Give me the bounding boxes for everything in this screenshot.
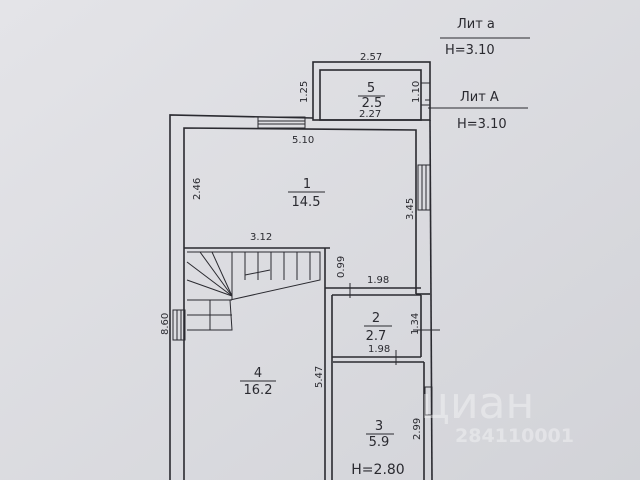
legend-lit-a-small: Лит а H=3.10: [440, 17, 530, 58]
svg-text:14.5: 14.5: [292, 195, 321, 210]
svg-text:3.45: 3.45: [405, 198, 416, 220]
svg-text:2.57: 2.57: [360, 52, 382, 63]
svg-text:1.98: 1.98: [367, 275, 389, 286]
svg-text:Лит А: Лит А: [460, 90, 499, 105]
svg-text:2.5: 2.5: [362, 96, 383, 111]
svg-text:3.12: 3.12: [250, 232, 272, 243]
svg-text:2.27: 2.27: [359, 109, 381, 120]
svg-text:2: 2: [372, 311, 380, 326]
doors: [349, 99, 440, 365]
svg-text:5.10: 5.10: [292, 135, 314, 146]
svg-text:16.2: 16.2: [244, 383, 273, 398]
svg-text:1.25: 1.25: [299, 81, 310, 103]
svg-text:5.47: 5.47: [314, 366, 325, 388]
svg-text:5.9: 5.9: [369, 435, 390, 450]
svg-text:4: 4: [254, 366, 262, 381]
svg-text:0.99: 0.99: [336, 256, 347, 278]
room-5-label: 5 2.5: [358, 81, 385, 111]
legend-lit-a-capital: Лит А H=3.10: [428, 90, 528, 132]
svg-text:284110001: 284110001: [455, 425, 574, 447]
svg-text:5: 5: [367, 81, 375, 96]
svg-text:2.46: 2.46: [192, 178, 203, 200]
staircase: [186, 251, 321, 331]
svg-text:1.10: 1.10: [411, 81, 422, 103]
svg-text:1.98: 1.98: [368, 344, 390, 355]
svg-text:2.99: 2.99: [412, 418, 423, 440]
svg-text:1.34: 1.34: [410, 313, 421, 335]
svg-text:H=3.10: H=3.10: [457, 117, 507, 132]
svg-text:1: 1: [303, 177, 311, 192]
svg-text:циан: циан: [420, 378, 534, 429]
svg-text:H=3.10: H=3.10: [445, 43, 495, 58]
svg-text:8.60: 8.60: [160, 313, 171, 335]
room-1-label: 1 14.5: [288, 177, 325, 210]
svg-text:3: 3: [375, 419, 383, 434]
svg-text:Лит а: Лит а: [457, 17, 495, 32]
windows: [172, 82, 433, 416]
floor-height: H=2.80: [351, 462, 404, 478]
svg-text:2.7: 2.7: [366, 329, 387, 344]
room-3-label: 3 5.9: [366, 419, 394, 450]
dimensions: 2.57 1.25 1.10 2.27 5.10 2.46 3.45 3.12 …: [160, 52, 423, 440]
room-2-label: 2 2.7: [364, 311, 392, 344]
watermark: циан 284110001: [420, 378, 574, 447]
room-4-label: 4 16.2: [240, 366, 276, 398]
